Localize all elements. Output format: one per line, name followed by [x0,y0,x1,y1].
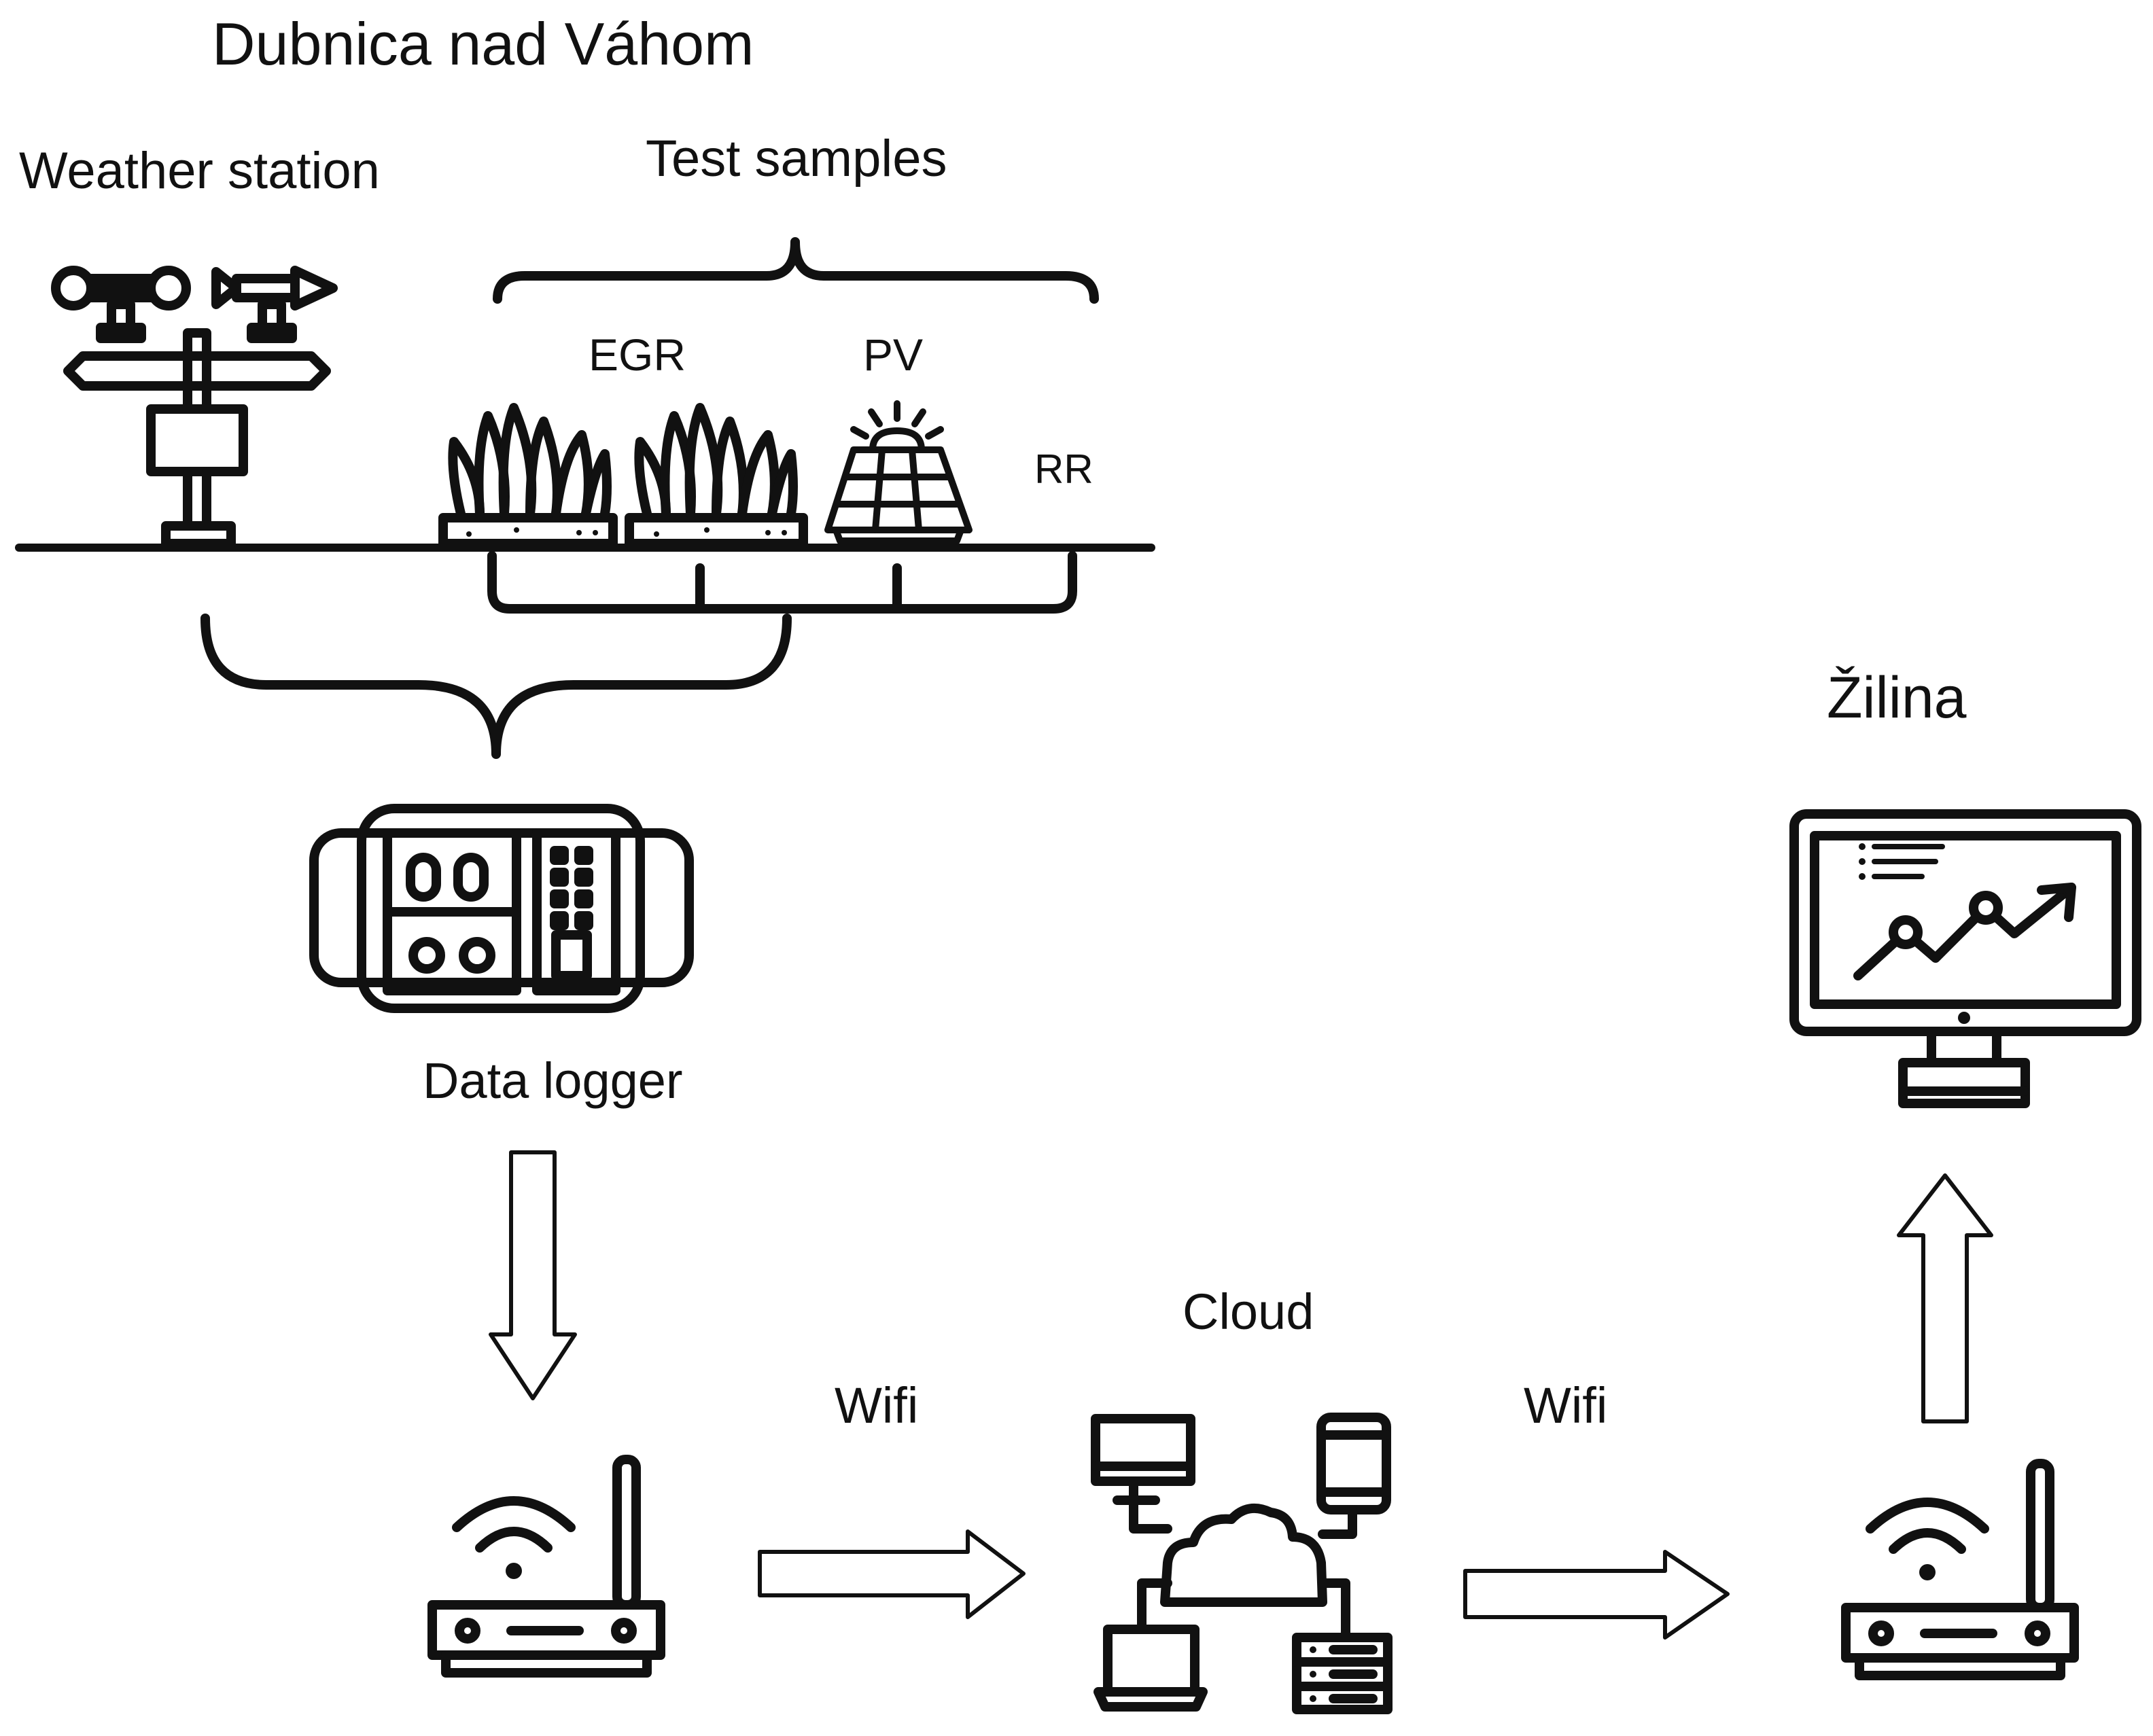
weather-station-label: Weather station [19,142,380,200]
test-samples-label: Test samples [646,130,947,188]
router-icon [427,1455,665,1678]
site-title: Dubnica nad Váhom [212,10,754,77]
grass-tray-icon [438,403,618,548]
data-logger-icon [309,804,694,1013]
logger-brace [200,614,792,759]
down-arrow [489,1150,577,1400]
samples-bottom-brace [487,551,1077,614]
egr-label: EGR [589,330,686,380]
rr-label: RR [1034,446,1093,492]
monitor-chart-icon [1789,809,2141,1108]
grass-tray-icon [625,403,808,548]
weather-station-icon [51,266,338,548]
cloud-network-icon [1091,1413,1393,1714]
router-icon [1841,1459,2079,1680]
right-arrow-2 [1463,1550,1730,1640]
solar-panel-icon [824,400,973,544]
wifi-label-2: Wifi [1524,1377,1608,1434]
wifi-label-1: Wifi [835,1377,919,1434]
data-logger-label: Data logger [423,1052,683,1109]
pv-label: PV [863,330,924,380]
test-samples-brace [493,237,1099,304]
up-arrow [1897,1173,1993,1423]
cloud-label: Cloud [1183,1283,1314,1340]
right-arrow-1 [758,1529,1026,1619]
remote-title: Žilina [1827,665,1967,730]
